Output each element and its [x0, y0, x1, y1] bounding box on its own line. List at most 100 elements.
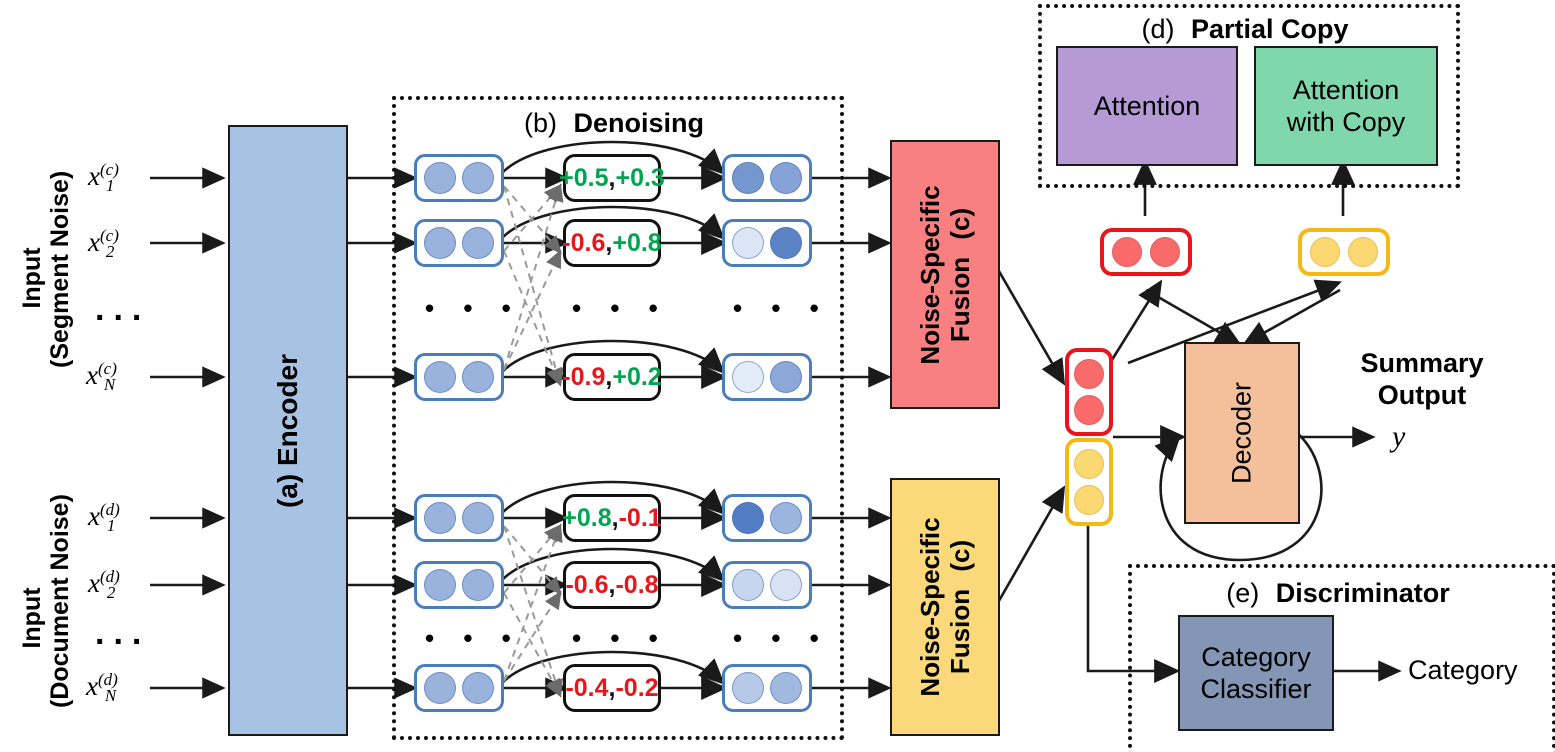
input-token-capsule[interactable]	[414, 494, 504, 542]
blue-dot	[770, 361, 803, 393]
blue-dot	[462, 672, 495, 704]
red-dot	[1150, 237, 1180, 267]
input-token-capsule[interactable]	[414, 353, 504, 401]
noise-value-box[interactable]: -0.6,+0.8	[562, 219, 662, 267]
discriminator-title: (e) Discriminator	[1128, 578, 1548, 609]
noise-value-2: +0.3	[615, 163, 665, 192]
noise-value-2: +0.2	[612, 362, 662, 391]
input-bottom-line2: (Document Noise)	[46, 494, 74, 708]
blue-dot	[770, 502, 803, 534]
token-stack-red-vertical[interactable]	[1065, 348, 1113, 436]
denoised-token-capsule[interactable]	[722, 154, 812, 202]
noise-value-2: -0.8	[615, 570, 659, 599]
noise-value-box[interactable]: +0.8,-0.1	[562, 494, 662, 542]
input-top-line1: Input	[18, 247, 46, 309]
input-group-label-bottom: Input (Document Noise)	[18, 494, 74, 708]
yellow-dot	[1348, 237, 1378, 267]
attention-block[interactable]: Attention	[1056, 46, 1238, 166]
denoised-token-capsule[interactable]	[722, 353, 812, 401]
noise-value-1: -0.4	[565, 673, 609, 702]
fusion-block-document[interactable]: Noise-Specific Fusion (c)	[890, 478, 1000, 736]
yellow-dot	[1310, 237, 1340, 267]
fusion-document-line2: Fusion (c)	[945, 539, 975, 675]
denoised-token-capsule[interactable]	[722, 219, 812, 267]
blue-dot	[731, 672, 764, 704]
noise-value-1: +0.8	[562, 503, 612, 532]
decoder-label: Decoder	[1226, 381, 1257, 485]
category-classifier-label: Category Classifier	[1200, 641, 1311, 705]
input-top-line2: (Segment Noise)	[46, 170, 74, 368]
noise-value-box[interactable]: -0.9,+0.2	[562, 353, 662, 401]
noise-separator: ,	[608, 570, 616, 599]
attention-with-copy-block[interactable]: Attention with Copy	[1254, 46, 1438, 166]
blue-dot	[770, 569, 803, 601]
input-token-capsule[interactable]	[414, 664, 504, 712]
summary-output-line1: Summary	[1360, 348, 1484, 378]
denoising-title: (b) Denoising	[392, 108, 836, 139]
decoder-block[interactable]: Decoder	[1184, 342, 1300, 524]
attention-copy-line2: with Copy	[1286, 107, 1406, 137]
noise-value-2: -0.1	[618, 503, 662, 532]
denoising-ellipsis-out-bottom: • • •	[733, 623, 830, 653]
fusion-segment-line1: Noise-Specific	[915, 184, 945, 365]
input-var-bottom-1: x(d)1	[88, 500, 120, 536]
input-token-capsule[interactable]	[414, 219, 504, 267]
noise-value-1: -0.6	[562, 228, 606, 257]
yellow-dot	[1074, 485, 1104, 516]
fusion-document-line1: Noise-Specific	[915, 517, 945, 697]
token-stack-yellow-vertical[interactable]	[1065, 438, 1113, 526]
denoised-token-capsule[interactable]	[722, 494, 812, 542]
encoder-block[interactable]: (a) Encoder	[228, 125, 348, 736]
fusion-block-segment[interactable]: Noise-Specific Fusion (c)	[890, 140, 1000, 409]
input-ellipsis-bottom: ...	[95, 614, 151, 652]
noise-value-box[interactable]: -0.6,-0.8	[563, 561, 661, 609]
attention-label: Attention	[1093, 91, 1201, 121]
noise-separator: ,	[608, 163, 616, 192]
discriminator-tag: (e)	[1226, 578, 1260, 608]
blue-dot	[462, 361, 495, 393]
blue-dot	[731, 162, 764, 194]
blue-dot	[770, 162, 803, 194]
input-var-top-3: x(c)N	[86, 359, 117, 395]
denoising-group	[392, 96, 844, 740]
denoising-ellipsis-in-bottom: • • •	[425, 623, 522, 653]
token-pair-yellow-horizontal[interactable]	[1298, 228, 1390, 276]
category-output-label: Category	[1408, 655, 1518, 685]
category-classifier-block[interactable]: Category Classifier	[1178, 615, 1334, 731]
red-dot	[1112, 237, 1142, 267]
noise-value-box[interactable]: +0.5,+0.3	[559, 154, 665, 202]
red-dot	[1074, 358, 1104, 389]
classifier-line2: Classifier	[1200, 674, 1312, 704]
token-pair-red-horizontal[interactable]	[1100, 228, 1192, 276]
input-token-capsule[interactable]	[414, 561, 504, 609]
noise-separator: ,	[605, 228, 613, 257]
input-var-top-1: x(c)1	[88, 160, 119, 196]
blue-dot	[423, 569, 456, 601]
denoised-token-capsule[interactable]	[722, 561, 812, 609]
blue-dot	[423, 502, 456, 534]
noise-value-1: +0.5	[559, 163, 609, 192]
summary-output-label: Summary Output	[1332, 347, 1512, 411]
input-var-bottom-3: x(d)N	[86, 670, 118, 706]
noise-separator: ,	[611, 503, 619, 532]
partial-copy-title: (d) Partial Copy	[1038, 14, 1452, 45]
noise-separator: ,	[605, 362, 613, 391]
input-token-capsule[interactable]	[414, 154, 504, 202]
discriminator-title-text: Discriminator	[1275, 578, 1450, 608]
red-dot	[1074, 395, 1104, 426]
blue-dot	[731, 227, 764, 259]
fusion-document-label: Noise-Specific Fusion (c)	[915, 517, 975, 696]
denoised-token-capsule[interactable]	[722, 664, 812, 712]
denoising-tag: (b)	[523, 108, 557, 138]
partial-copy-group	[1038, 4, 1460, 188]
denoising-ellipsis-mid-bottom: • • •	[572, 623, 669, 653]
noise-value-1: -0.9	[562, 362, 606, 391]
fusion-segment-label: Noise-Specific Fusion (c)	[915, 185, 975, 364]
noise-value-box[interactable]: -0.4,-0.2	[563, 664, 661, 712]
denoising-ellipsis-in-top: • • •	[425, 293, 522, 323]
yellow-dot	[1074, 448, 1104, 479]
output-symbol: y	[1392, 420, 1406, 453]
attention-copy-label: Attention with Copy	[1287, 74, 1406, 138]
input-var-bottom-2: x(d)2	[88, 567, 120, 603]
